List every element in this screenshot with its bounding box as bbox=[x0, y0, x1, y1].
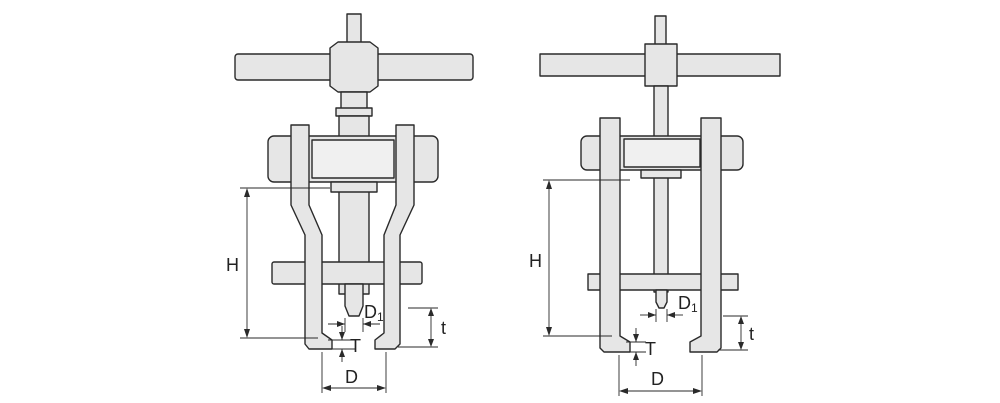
right-label-t: t bbox=[749, 324, 754, 344]
right-label-H: H bbox=[529, 251, 542, 271]
right-spindle-tip bbox=[655, 289, 668, 309]
right-arm-right bbox=[689, 117, 722, 353]
right-screw-shaft bbox=[653, 85, 669, 293]
left-yoke-nut bbox=[330, 181, 378, 193]
left-spindle-top bbox=[346, 13, 362, 45]
left-label-T: T bbox=[350, 336, 361, 356]
right-handle-hub bbox=[644, 43, 678, 87]
left-label-D: D bbox=[345, 367, 358, 387]
left-handle-hub bbox=[329, 41, 379, 93]
left-label-H: H bbox=[226, 255, 239, 275]
right-yoke-center bbox=[623, 138, 701, 168]
left-arm-left bbox=[290, 124, 333, 350]
right-label-D1: D1 bbox=[678, 293, 698, 315]
right-label-D: D bbox=[651, 369, 664, 389]
left-yoke-center bbox=[311, 139, 395, 179]
right-puller: H D1 T t D bbox=[529, 15, 781, 396]
left-label-t: t bbox=[441, 318, 446, 338]
right-arm-left bbox=[599, 117, 631, 353]
left-neck-collar bbox=[335, 107, 373, 117]
left-label-D1: D1 bbox=[364, 302, 384, 324]
right-spindle-top bbox=[654, 15, 667, 47]
right-label-T: T bbox=[645, 339, 656, 359]
left-arm-right bbox=[374, 124, 415, 350]
right-yoke-nut bbox=[640, 169, 682, 179]
left-spindle-tip bbox=[344, 283, 364, 317]
left-puller: H D1 T t D bbox=[226, 13, 474, 393]
